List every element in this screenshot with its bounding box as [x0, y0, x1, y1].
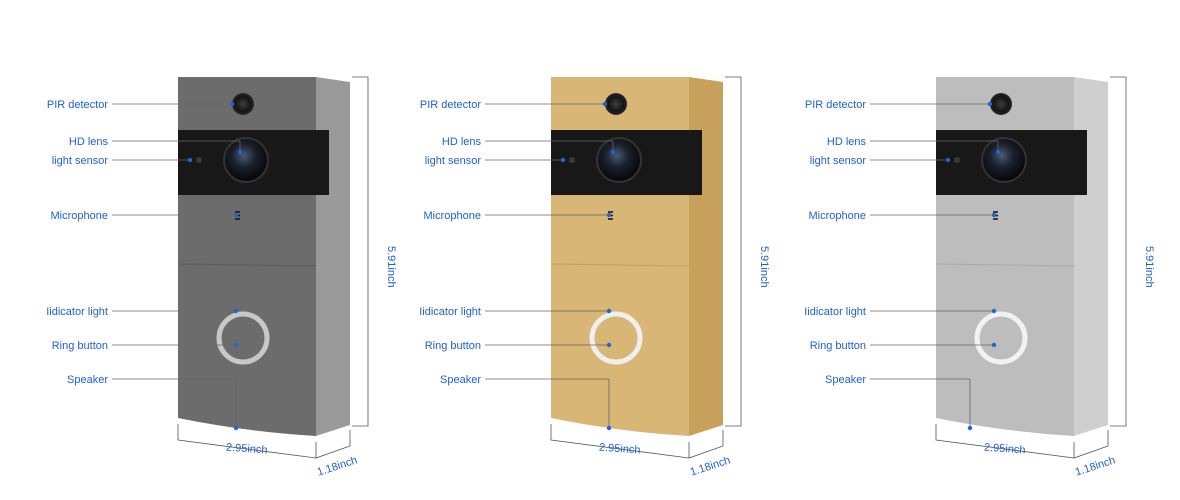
- indicator-ring: [974, 311, 1028, 365]
- doorbell-unit-grey: PIR detector HD lens light sensor Microp…: [46, 76, 397, 479]
- light-sensor-dot: [196, 157, 202, 163]
- callout-labels: PIR detector HD lens light sensor Microp…: [419, 99, 481, 386]
- label-pir-detector: PIR detector: [47, 99, 108, 111]
- indicator-ring: [589, 311, 643, 365]
- label-leaders: [485, 101, 616, 431]
- dimension-width: 2.95inch: [226, 442, 268, 457]
- dimension-height: 5.91inch: [1143, 246, 1155, 288]
- ring-button: [224, 319, 262, 357]
- label-pir-detector: PIR detector: [420, 99, 481, 111]
- label-microphone: Microphone: [424, 210, 481, 222]
- pir-sensor: [232, 93, 254, 115]
- label-speaker: Speaker: [440, 374, 481, 386]
- doorbell-unit-gold: PIR detector HD lens light sensor Microp…: [419, 76, 770, 479]
- label-ring-button: Ring button: [425, 340, 481, 352]
- light-sensor-dot: [569, 157, 575, 163]
- pir-sensor: [605, 93, 627, 115]
- dimension-height: 5.91inch: [385, 246, 397, 288]
- ring-button: [597, 319, 635, 357]
- dimension-lines: [177, 76, 369, 459]
- label-ring-button: Ring button: [52, 340, 108, 352]
- callout-labels: PIR detector HD lens light sensor Microp…: [46, 99, 108, 386]
- callout-labels: PIR detector HD lens light sensor Microp…: [804, 99, 866, 386]
- label-indicator-light: Iidicator light: [46, 306, 108, 318]
- label-hd-lens: HD lens: [69, 136, 109, 148]
- label-hd-lens: HD lens: [827, 136, 867, 148]
- panel-seam: [177, 263, 317, 267]
- camera-lens: [981, 137, 1027, 183]
- label-light-sensor: light sensor: [810, 155, 867, 167]
- dimension-lines: [550, 76, 742, 459]
- panel-seam: [935, 263, 1075, 267]
- dimension-depth: 1.18inch: [316, 454, 359, 478]
- dimension-height: 5.91inch: [758, 246, 770, 288]
- camera-lens: [223, 137, 269, 183]
- label-indicator-light: Iidicator light: [419, 306, 481, 318]
- label-light-sensor: light sensor: [52, 155, 109, 167]
- dimension-lines: [935, 76, 1127, 459]
- label-leaders: [112, 101, 243, 431]
- dimension-width: 2.95inch: [984, 442, 1026, 457]
- label-hd-lens: HD lens: [442, 136, 482, 148]
- label-ring-button: Ring button: [810, 340, 866, 352]
- doorbell-unit-silver: PIR detector HD lens light sensor Microp…: [804, 76, 1155, 479]
- label-speaker: Speaker: [825, 374, 866, 386]
- dimension-width: 2.95inch: [599, 442, 641, 457]
- indicator-ring: [216, 311, 270, 365]
- label-pir-detector: PIR detector: [805, 99, 866, 111]
- label-leaders: [870, 101, 1001, 431]
- label-indicator-light: Iidicator light: [804, 306, 866, 318]
- device-body: [935, 77, 1108, 436]
- camera-lens: [596, 137, 642, 183]
- dimension-depth: 1.18inch: [1074, 454, 1117, 478]
- label-speaker: Speaker: [67, 374, 108, 386]
- dimension-depth: 1.18inch: [689, 454, 732, 478]
- panel-seam: [550, 263, 690, 267]
- label-microphone: Microphone: [809, 210, 866, 222]
- label-light-sensor: light sensor: [425, 155, 482, 167]
- ring-button: [982, 319, 1020, 357]
- label-microphone: Microphone: [51, 210, 108, 222]
- pir-sensor: [990, 93, 1012, 115]
- device-body: [550, 77, 723, 436]
- light-sensor-dot: [954, 157, 960, 163]
- device-body: [177, 77, 350, 436]
